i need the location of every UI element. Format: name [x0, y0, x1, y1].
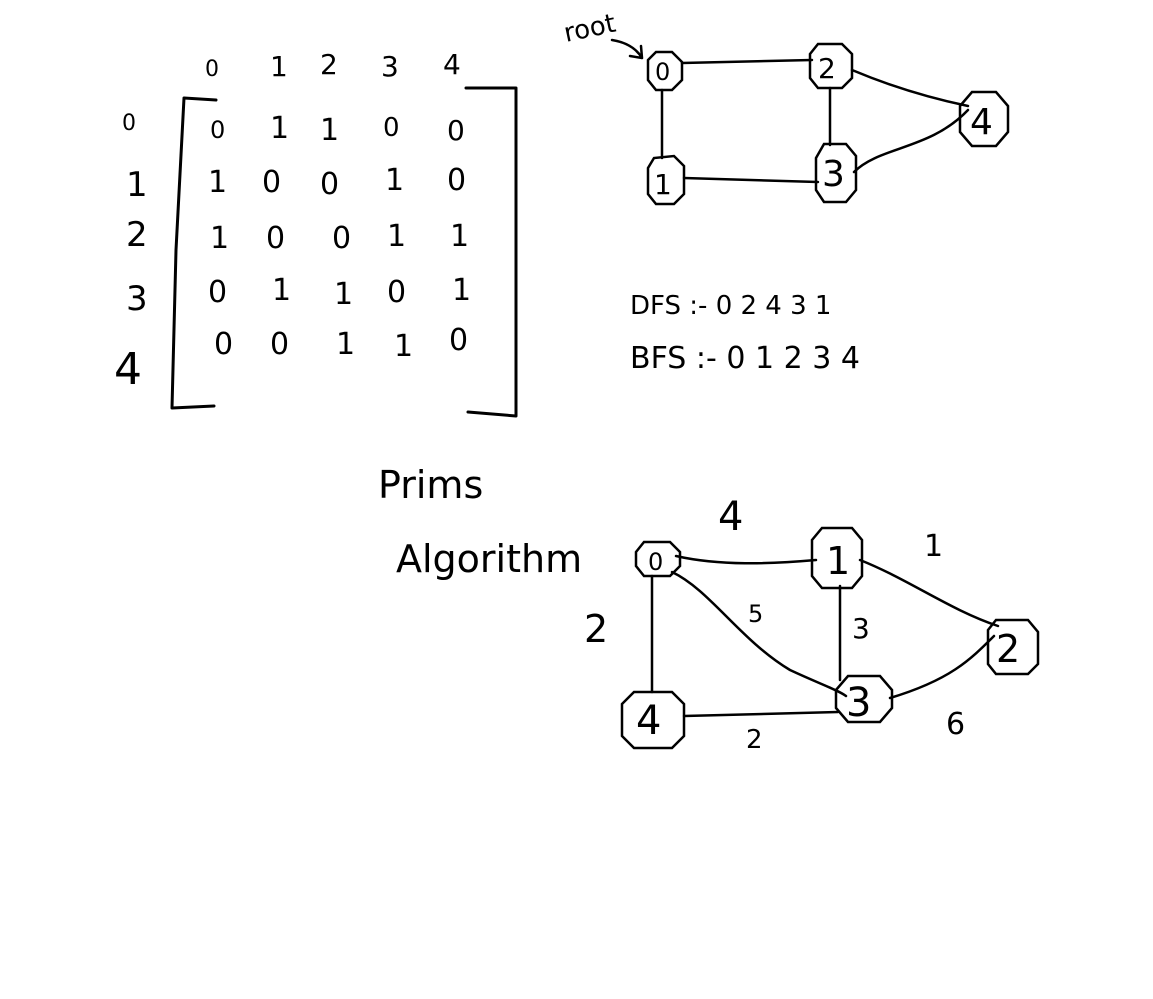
dfs-result: DFS :- 0 2 4 3 1 — [630, 291, 831, 321]
prims-node-0: 0 — [634, 540, 682, 578]
adjacency-matrix: 0 1 2 3 4 0 1 2 3 4 0 1 1 0 0 1 0 0 1 0 — [114, 48, 518, 418]
matrix-cell: 0 — [332, 221, 351, 256]
matrix-row-header: 2 — [126, 215, 148, 255]
node-label: 3 — [846, 680, 871, 726]
matrix-cell: 1 — [336, 327, 355, 362]
node-label: 3 — [822, 154, 845, 195]
node-label: 4 — [970, 102, 993, 143]
graph1-edges — [660, 58, 970, 184]
prims-node-1: 1 — [810, 526, 864, 590]
prims-title: Prims Algorithm — [378, 463, 582, 581]
weight-1-3: 3 — [852, 612, 870, 645]
prims-edges — [650, 554, 1000, 718]
prims-title-line2: Algorithm — [396, 537, 582, 581]
matrix-cell: 0 — [210, 116, 225, 144]
weight-4-3: 2 — [746, 725, 763, 755]
edge-0-2 — [680, 58, 814, 65]
matrix-cell: 1 — [385, 163, 404, 198]
matrix-cell: 0 — [447, 114, 465, 147]
graph1-node-0: 0 — [646, 50, 684, 92]
matrix-cell: 1 — [387, 219, 406, 254]
matrix-cells: 0 1 1 0 0 1 0 0 1 0 1 0 0 1 1 0 1 1 0 1 … — [208, 111, 471, 364]
prims-node-4: 4 — [620, 690, 686, 750]
matrix-cell: 0 — [387, 275, 406, 310]
matrix-cell: 0 — [208, 275, 227, 310]
prims-graph: 4 1 5 3 2 2 6 0 1 2 3 — [584, 494, 1040, 755]
edge-0-3 — [670, 570, 848, 698]
matrix-cell: 1 — [270, 111, 289, 146]
matrix-cell: 1 — [450, 219, 469, 254]
bfs-result: BFS :- 0 1 2 3 4 — [630, 341, 860, 376]
graph1-node-4: 4 — [958, 90, 1010, 148]
node-label: 2 — [996, 627, 1020, 671]
matrix-cell: 0 — [449, 323, 468, 358]
prims-node-3: 3 — [834, 674, 894, 726]
traversal-results: DFS :- 0 2 4 3 1 BFS :- 0 1 2 3 4 — [630, 291, 860, 376]
weight-0-1: 4 — [718, 494, 743, 540]
matrix-row-header: 1 — [126, 165, 148, 205]
root-label: root — [561, 9, 618, 49]
node-label: 4 — [636, 698, 661, 744]
matrix-col-header: 1 — [270, 50, 288, 83]
node-label: 0 — [655, 58, 670, 86]
graph1-node-3: 3 — [814, 142, 858, 204]
matrix-cell: 1 — [334, 277, 353, 312]
node-label: 1 — [826, 539, 850, 583]
matrix-cell: 0 — [447, 163, 466, 198]
matrix-row-header: 3 — [126, 279, 148, 319]
matrix-col-header: 4 — [443, 48, 461, 81]
edge-2-4 — [850, 68, 970, 108]
matrix-cell: 0 — [214, 327, 233, 362]
edge-3-4 — [852, 108, 970, 174]
graph1-node-2: 2 — [808, 42, 854, 90]
node-label: 2 — [818, 52, 836, 85]
edge-2-3 — [888, 634, 996, 700]
edge-1-3 — [682, 176, 820, 184]
prims-nodes: 0 1 2 3 4 — [620, 526, 1040, 750]
graph1-nodes: 0 1 2 3 4 — [646, 42, 1010, 206]
weight-0-4: 2 — [584, 607, 608, 651]
matrix-row-header: 0 — [122, 111, 136, 136]
matrix-col-header: 3 — [381, 50, 399, 83]
matrix-col-header: 0 — [205, 57, 219, 82]
matrix-row-headers: 0 1 2 3 4 — [114, 111, 148, 395]
edge-1-2 — [858, 558, 1000, 628]
weight-1-2: 1 — [924, 529, 943, 564]
weight-0-3: 5 — [748, 600, 763, 628]
matrix-cell: 1 — [272, 273, 291, 308]
matrix-cell: 1 — [320, 113, 339, 148]
matrix-col-header: 2 — [320, 48, 338, 81]
node-label: 1 — [654, 168, 672, 201]
edge-4-3 — [682, 710, 840, 718]
matrix-cell: 0 — [383, 113, 400, 143]
root-arrow — [610, 38, 644, 60]
matrix-cell: 1 — [210, 221, 229, 256]
matrix-cell: 0 — [266, 221, 285, 256]
node-label: 0 — [648, 548, 663, 576]
prims-edge-weights: 4 1 5 3 2 2 6 — [584, 494, 965, 755]
prims-node-2: 2 — [986, 618, 1040, 676]
matrix-cell: 0 — [270, 327, 289, 362]
prims-title-line1: Prims — [378, 463, 483, 507]
matrix-row-header: 4 — [114, 344, 142, 395]
traversal-graph: root 0 1 2 — [561, 9, 1010, 206]
matrix-cell: 1 — [208, 165, 227, 200]
weight-2-3: 6 — [946, 707, 965, 742]
matrix-left-bracket — [170, 96, 218, 410]
edge-0-1 — [674, 554, 818, 565]
matrix-right-bracket — [464, 86, 518, 418]
graph1-node-1: 1 — [646, 154, 686, 206]
matrix-column-headers: 0 1 2 3 4 — [205, 48, 461, 83]
matrix-cell: 1 — [394, 329, 413, 364]
matrix-cell: 0 — [320, 167, 339, 202]
matrix-cell: 0 — [262, 165, 281, 200]
matrix-cell: 1 — [452, 273, 471, 308]
